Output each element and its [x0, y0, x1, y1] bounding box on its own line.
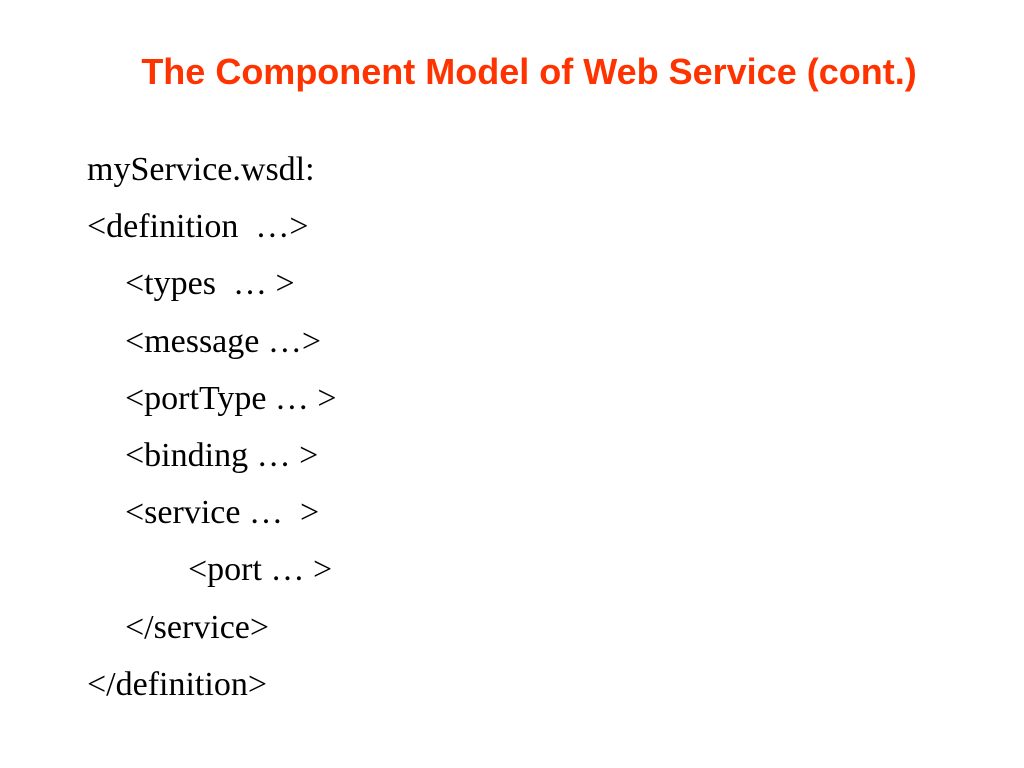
slide-title: The Component Model of Web Service (cont… [141, 51, 917, 92]
code-line-message: <message …> [125, 322, 322, 360]
code-line-service-close: </service> [125, 608, 270, 646]
code-line-binding: <binding … > [125, 436, 319, 474]
code-line-port: <port … > [188, 551, 333, 589]
code-line-types: <types … > [125, 265, 295, 303]
code-line-definition-close: </definition> [87, 665, 267, 703]
code-line-definition-open: <definition …> [87, 208, 309, 246]
code-line-porttype: <portType … > [125, 379, 337, 417]
code-line-file-name: myService.wsdl: [87, 151, 315, 188]
code-line-service-open: <service … > [125, 494, 320, 532]
wsdl-code-listing: myService.wsdl: <definition …> <types … … [87, 141, 337, 713]
